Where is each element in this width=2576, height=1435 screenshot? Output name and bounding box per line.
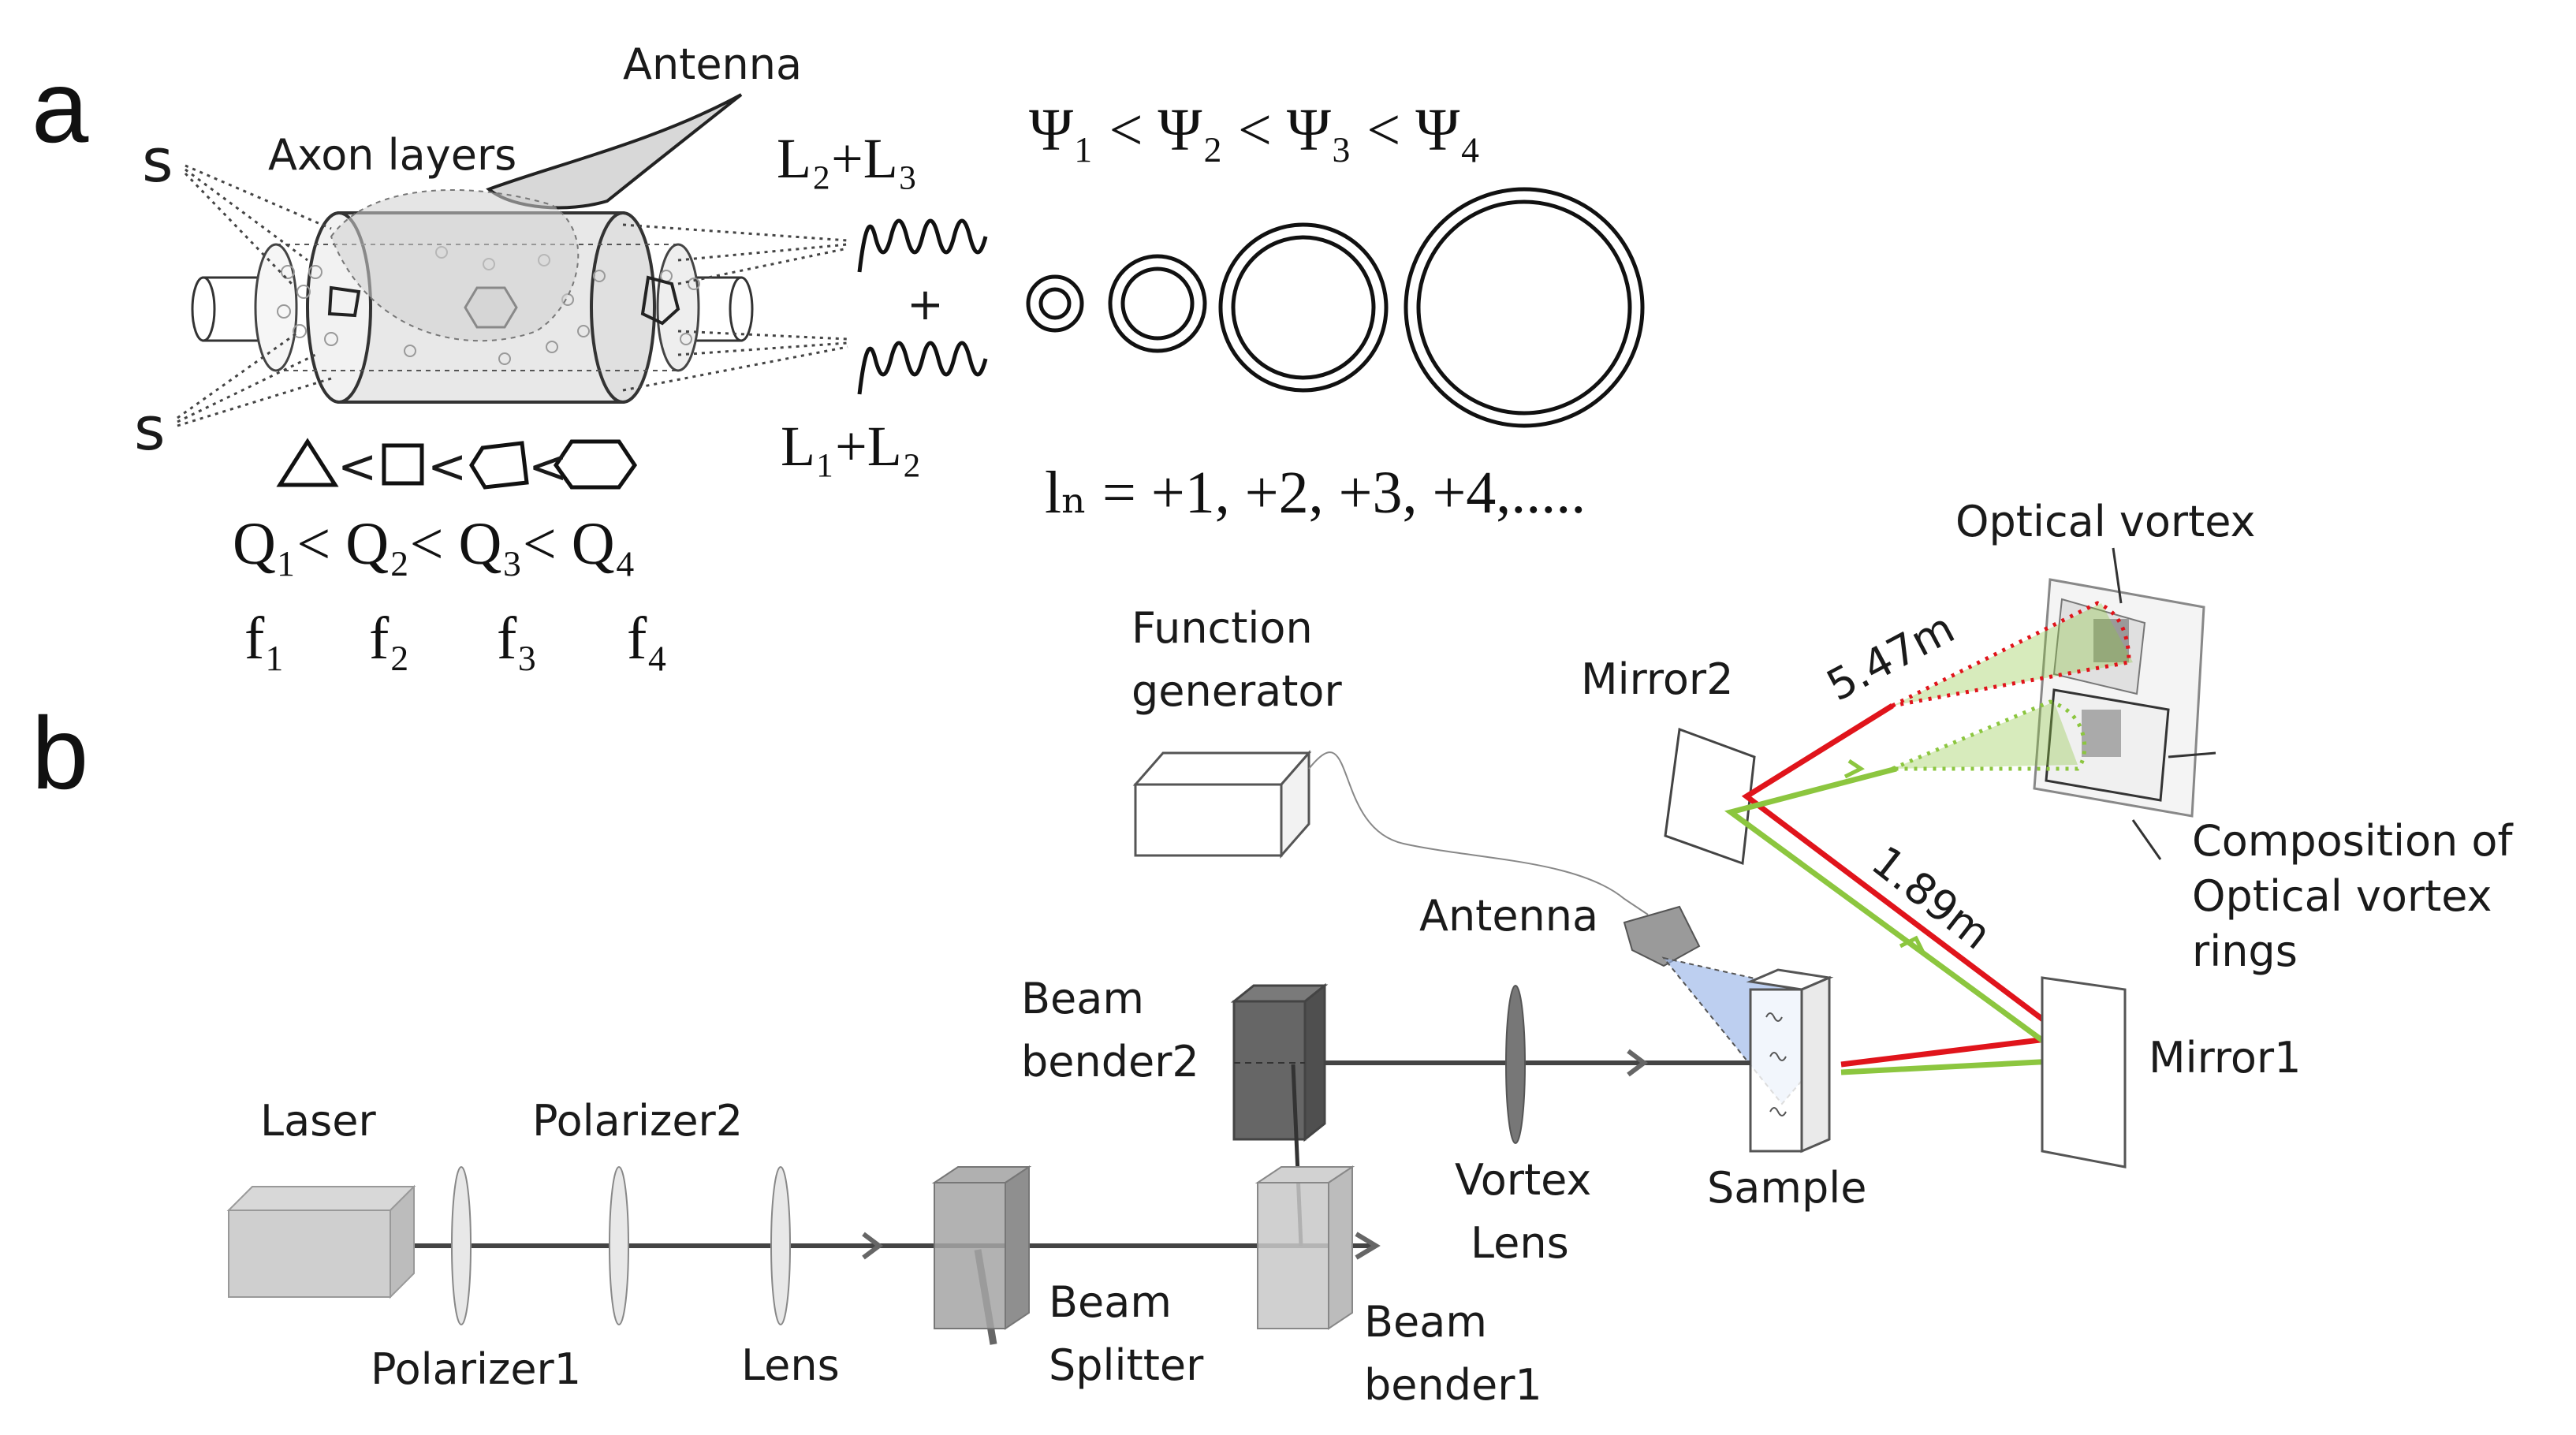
green-beam: [1724, 766, 2078, 1075]
mirror2: [1664, 727, 1756, 866]
wave-plus: +: [907, 279, 944, 330]
generator-cable: [1308, 751, 1649, 915]
sample: [1746, 968, 1834, 1154]
red-beam: [1741, 703, 2074, 1068]
source-rays: [177, 164, 848, 427]
composition-label-line3: rings: [2192, 926, 2298, 976]
panel-a-label: a: [32, 49, 89, 164]
green-cone-edge: [1892, 699, 2087, 771]
laser: [226, 1184, 416, 1299]
antenna-a-label: Antenna: [623, 39, 802, 89]
freq-3: f₃: [497, 606, 538, 672]
shape-lt-2: <: [427, 439, 467, 494]
function-generator-label-line2: generator: [1131, 666, 1342, 716]
output-beam-arrow: [1355, 1232, 1381, 1260]
psi-relation: Ψ₁ < Ψ₂ < Ψ₃ < Ψ₄: [1029, 97, 1481, 163]
polarizer1: [451, 1166, 472, 1325]
vortex-lens-label-line1: Vortex: [1455, 1155, 1591, 1205]
function-generator-box: [1132, 750, 1312, 859]
vortex-lens: [1505, 985, 1526, 1144]
lens-label: Lens: [741, 1340, 840, 1390]
beam-bender1-label-line1: Beam: [1364, 1297, 1487, 1347]
shape-lt-1: <: [337, 439, 377, 494]
axon-layers-label: Axon layers: [268, 130, 516, 180]
panel-b-label: b: [32, 695, 88, 811]
beam-bender2-label-line1: Beam: [1021, 974, 1144, 1023]
green-cone: [1892, 702, 2078, 769]
green-beam-arrow-2: [1899, 935, 1926, 956]
composition-label-line1: Composition of: [2192, 816, 2514, 866]
red-cone: [1892, 603, 2133, 706]
optical-vortex-pointer: [2112, 547, 2123, 604]
polarizer2-label: Polarizer2: [532, 1096, 743, 1146]
lens: [770, 1166, 791, 1325]
green-beam-arrow: [1843, 758, 1865, 779]
polarizer1-label: Polarizer1: [371, 1344, 581, 1394]
mirror1-label: Mirror1: [2149, 1033, 2301, 1083]
source-s-top: s: [142, 125, 173, 196]
beam-splitter-label-line2: Splitter: [1049, 1340, 1204, 1390]
antenna-b-label: Antenna: [1419, 891, 1598, 941]
antenna-a-icon: [330, 93, 743, 342]
upper-beam-arrow: [1627, 1049, 1648, 1077]
freq-4: f₄: [627, 606, 668, 672]
freq-1: f₁: [244, 606, 285, 672]
ln-relation: lₙ = +1, +2, +3, +4,.....: [1045, 460, 1586, 526]
beam-bender2: [1230, 982, 1329, 1142]
beam-splitter: [931, 1165, 1032, 1330]
q-relation: Q₁< Q₂< Q₃< Q₄: [233, 511, 636, 577]
function-generator-label-line1: Function: [1131, 603, 1313, 653]
composition-pointer-2: [2131, 819, 2162, 860]
wave-top: [857, 218, 988, 273]
lower-beam-arrow: [862, 1232, 883, 1260]
polarizer2: [609, 1166, 629, 1325]
sample-label: Sample: [1707, 1163, 1866, 1213]
beam-bender1: [1254, 1165, 1355, 1330]
composition-label-line2: Optical vortex: [2192, 871, 2492, 921]
laser-label: Laser: [260, 1096, 377, 1146]
beam-bender1-label-line2: bender1: [1364, 1360, 1542, 1410]
mirror1: [2041, 976, 2127, 1168]
wave-top-label: L₂+L₃: [777, 127, 918, 190]
optical-vortex-label: Optical vortex: [1955, 497, 2256, 546]
vortex-rings: [1026, 187, 1645, 428]
vortex-screen: [2033, 578, 2205, 818]
freq-2: f₂: [369, 606, 410, 672]
source-s-bottom: s: [134, 393, 166, 464]
composition-pointer-1: [2168, 751, 2216, 758]
shape-lt-3: <: [528, 439, 568, 494]
vortex-lens-label-line2: Lens: [1471, 1218, 1569, 1268]
shape-sequence: [276, 438, 638, 490]
mirror2-label: Mirror2: [1581, 654, 1733, 704]
beam-splitter-label-line1: Beam: [1049, 1277, 1172, 1327]
wave-bottom: [857, 341, 988, 395]
wave-bottom-label: L₁+L₂: [781, 415, 922, 478]
beam-bender2-label-line2: bender2: [1021, 1037, 1199, 1086]
